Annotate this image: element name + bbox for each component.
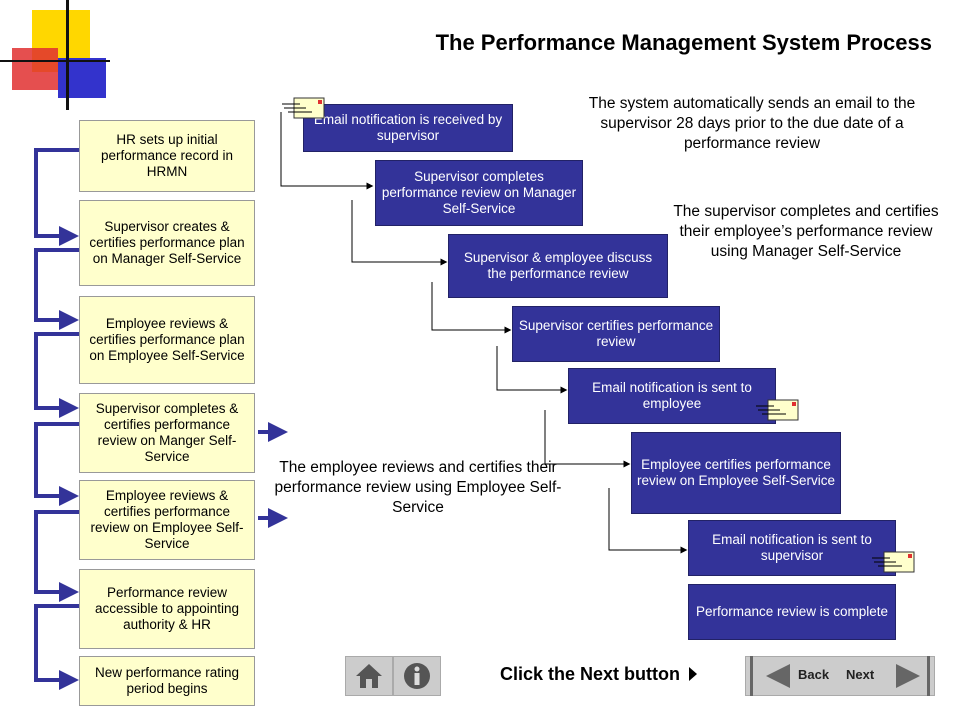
triangle-right-icon	[689, 667, 698, 681]
email-envelope-icon	[282, 97, 325, 119]
left-step-supervisor-review: Supervisor completes & certifies perform…	[79, 393, 255, 473]
click-next-text: Click the Next button	[500, 664, 681, 684]
flow-step-label: Employee certifies performance review on…	[636, 457, 836, 488]
flow-step-supervisor-certifies: Supervisor certifies performance review	[512, 306, 720, 362]
left-step-supervisor-plan: Supervisor creates & certifies performan…	[79, 200, 255, 286]
email-envelope-icon	[756, 399, 799, 421]
next-label: Next	[846, 667, 875, 682]
flow-step-email-received: Email notification is received by superv…	[303, 104, 513, 152]
flow-step-label: Email notification is sent to supervisor	[712, 532, 872, 563]
back-label: Back	[798, 667, 830, 682]
left-step-label: HR sets up initial performance record in…	[100, 132, 234, 179]
nav-divider-right	[927, 656, 930, 696]
info-button[interactable]	[393, 656, 441, 696]
left-step-hr-setup: HR sets up initial performance record in…	[79, 120, 255, 192]
flow-step-label: Email notification is sent to employee	[592, 380, 752, 411]
triangle-right-icon	[896, 664, 920, 688]
home-button[interactable]	[345, 656, 393, 696]
triangle-left-icon	[766, 664, 790, 688]
flow-step-employee-certifies: Employee certifies performance review on…	[631, 432, 841, 514]
flow-step-complete: Performance review is complete	[688, 584, 896, 640]
left-step-label: Employee reviews & certifies performance…	[89, 316, 245, 363]
flow-step-label: Performance review is complete	[695, 604, 889, 619]
left-step-label: Supervisor completes & certifies perform…	[95, 401, 239, 464]
flow-step-label: Supervisor certifies performance review	[518, 318, 714, 349]
left-step-review-accessible: Performance review accessible to appoint…	[79, 569, 255, 649]
left-step-employee-review: Employee reviews & certifies performance…	[79, 480, 255, 560]
flow-step-supervisor-completes: Supervisor completes performance review …	[375, 160, 583, 226]
note-auto-email: The system automatically sends an email …	[588, 95, 916, 152]
click-next-hint: Click the Next button	[500, 664, 698, 685]
note-supervisor-completes: The supervisor completes and certifies t…	[673, 203, 939, 260]
page-title: The Performance Management System Proces…	[435, 30, 932, 55]
note-employee-reviews: The employee reviews and certifies their…	[274, 459, 562, 516]
flow-step-label: Supervisor & employee discuss the perfor…	[463, 250, 653, 281]
info-icon	[404, 663, 430, 689]
left-step-label: New performance rating period begins	[94, 665, 240, 696]
logo-line-vertical	[66, 0, 69, 110]
flow-step-discuss: Supervisor & employee discuss the perfor…	[448, 234, 668, 298]
logo-line-horizontal	[0, 60, 110, 62]
nav-divider-left	[750, 656, 753, 696]
next-button[interactable]: Next	[840, 656, 926, 696]
left-step-employee-plan: Employee reviews & certifies performance…	[79, 296, 255, 384]
flow-step-label: Email notification is received by superv…	[313, 112, 503, 143]
email-envelope-icon	[872, 551, 915, 573]
left-step-label: Performance review accessible to appoint…	[94, 585, 240, 632]
flow-step-email-to-supervisor: Email notification is sent to supervisor	[688, 520, 896, 576]
left-step-new-period: New performance rating period begins	[79, 656, 255, 706]
left-step-label: Employee reviews & certifies performance…	[90, 488, 244, 551]
back-button[interactable]: Back	[754, 656, 840, 696]
flow-step-label: Supervisor completes performance review …	[381, 169, 577, 216]
left-step-label: Supervisor creates & certifies performan…	[89, 219, 245, 266]
home-icon	[356, 664, 382, 688]
logo-block-red	[12, 48, 58, 90]
flow-step-email-to-employee: Email notification is sent to employee	[568, 368, 776, 424]
